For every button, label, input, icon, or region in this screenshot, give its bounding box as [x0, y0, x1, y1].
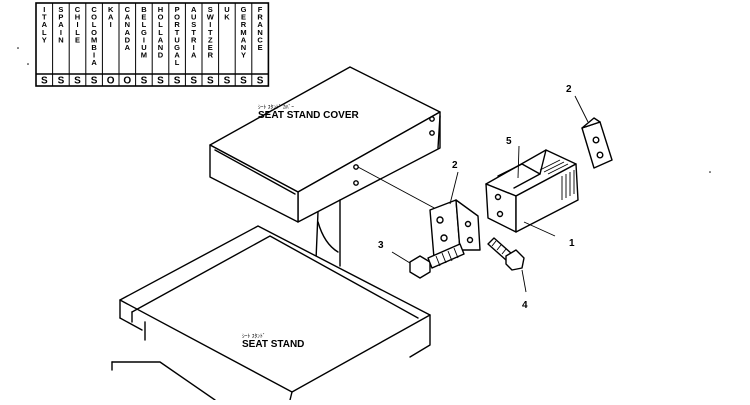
- table-code-cell: S: [224, 76, 231, 87]
- bolt-part-3: [409, 243, 465, 279]
- callout-4: 4: [522, 300, 528, 311]
- seat-stand-kana: ｼｰﾄ ｽﾀﾝﾄﾞ: [242, 333, 266, 340]
- table-code-cell: S: [91, 76, 98, 87]
- seat-stand: ｼｰﾄ ｽﾀﾝﾄﾞ SEAT STAND: [111, 225, 431, 401]
- table-code-cell: S: [240, 76, 247, 87]
- bracket-part-2-upper: [581, 117, 613, 169]
- table-code-cell: S: [174, 76, 181, 87]
- callout-2-upper: 2: [566, 84, 572, 95]
- callout-5: 5: [506, 136, 512, 147]
- bolt-part-4: [487, 237, 525, 271]
- table-code-cell: S: [58, 76, 65, 87]
- callout-3: 3: [378, 240, 384, 251]
- callout-1: 1: [569, 238, 575, 249]
- table-code-cell: S: [141, 76, 148, 87]
- table-code-cell: S: [207, 76, 214, 87]
- table-code-cell: S: [257, 76, 264, 87]
- seat-stand-cover-label: SEAT STAND COVER: [258, 110, 360, 121]
- alignment-line: [357, 166, 439, 211]
- seat-stand-cover: ｼｰﾄ ｽﾀﾝﾄﾞ ｶﾊﾞｰ SEAT STAND COVER: [209, 66, 441, 267]
- bracket-part-2-lower: [429, 199, 481, 259]
- table-code-cell: O: [107, 76, 115, 87]
- table-code-cell: S: [190, 76, 197, 87]
- table-code-cell: S: [157, 76, 164, 87]
- seat-stand-cover-kana: ｼｰﾄ ｽﾀﾝﾄﾞ ｶﾊﾞｰ: [258, 104, 294, 111]
- callouts: 1 2 2 3 4 5: [378, 84, 589, 311]
- table-code-cell: O: [123, 76, 131, 87]
- switch-block-part-1: [485, 149, 579, 233]
- seat-stand-label: SEAT STAND: [242, 339, 304, 350]
- callout-2-lower: 2: [452, 160, 458, 171]
- table-code-cell: S: [41, 76, 48, 87]
- table-code-cell: S: [74, 76, 81, 87]
- ventilation-grille: [539, 159, 575, 200]
